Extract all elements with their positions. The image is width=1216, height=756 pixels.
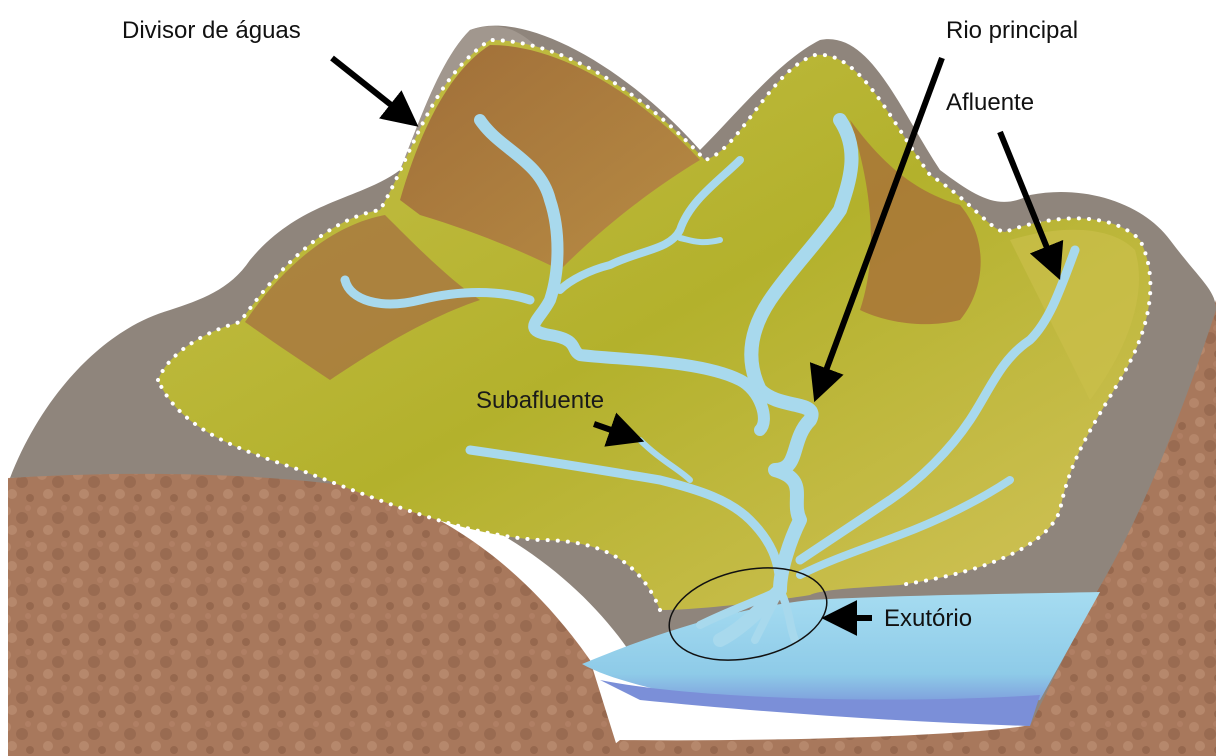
arrow-divisor (332, 58, 410, 120)
label-exutorio: Exutório (884, 605, 972, 632)
label-rio-principal: Rio principal (946, 17, 1078, 44)
label-subafluente: Subafluente (476, 387, 604, 414)
label-afluente: Afluente (946, 89, 1034, 116)
label-divisor: Divisor de águas (122, 17, 301, 44)
